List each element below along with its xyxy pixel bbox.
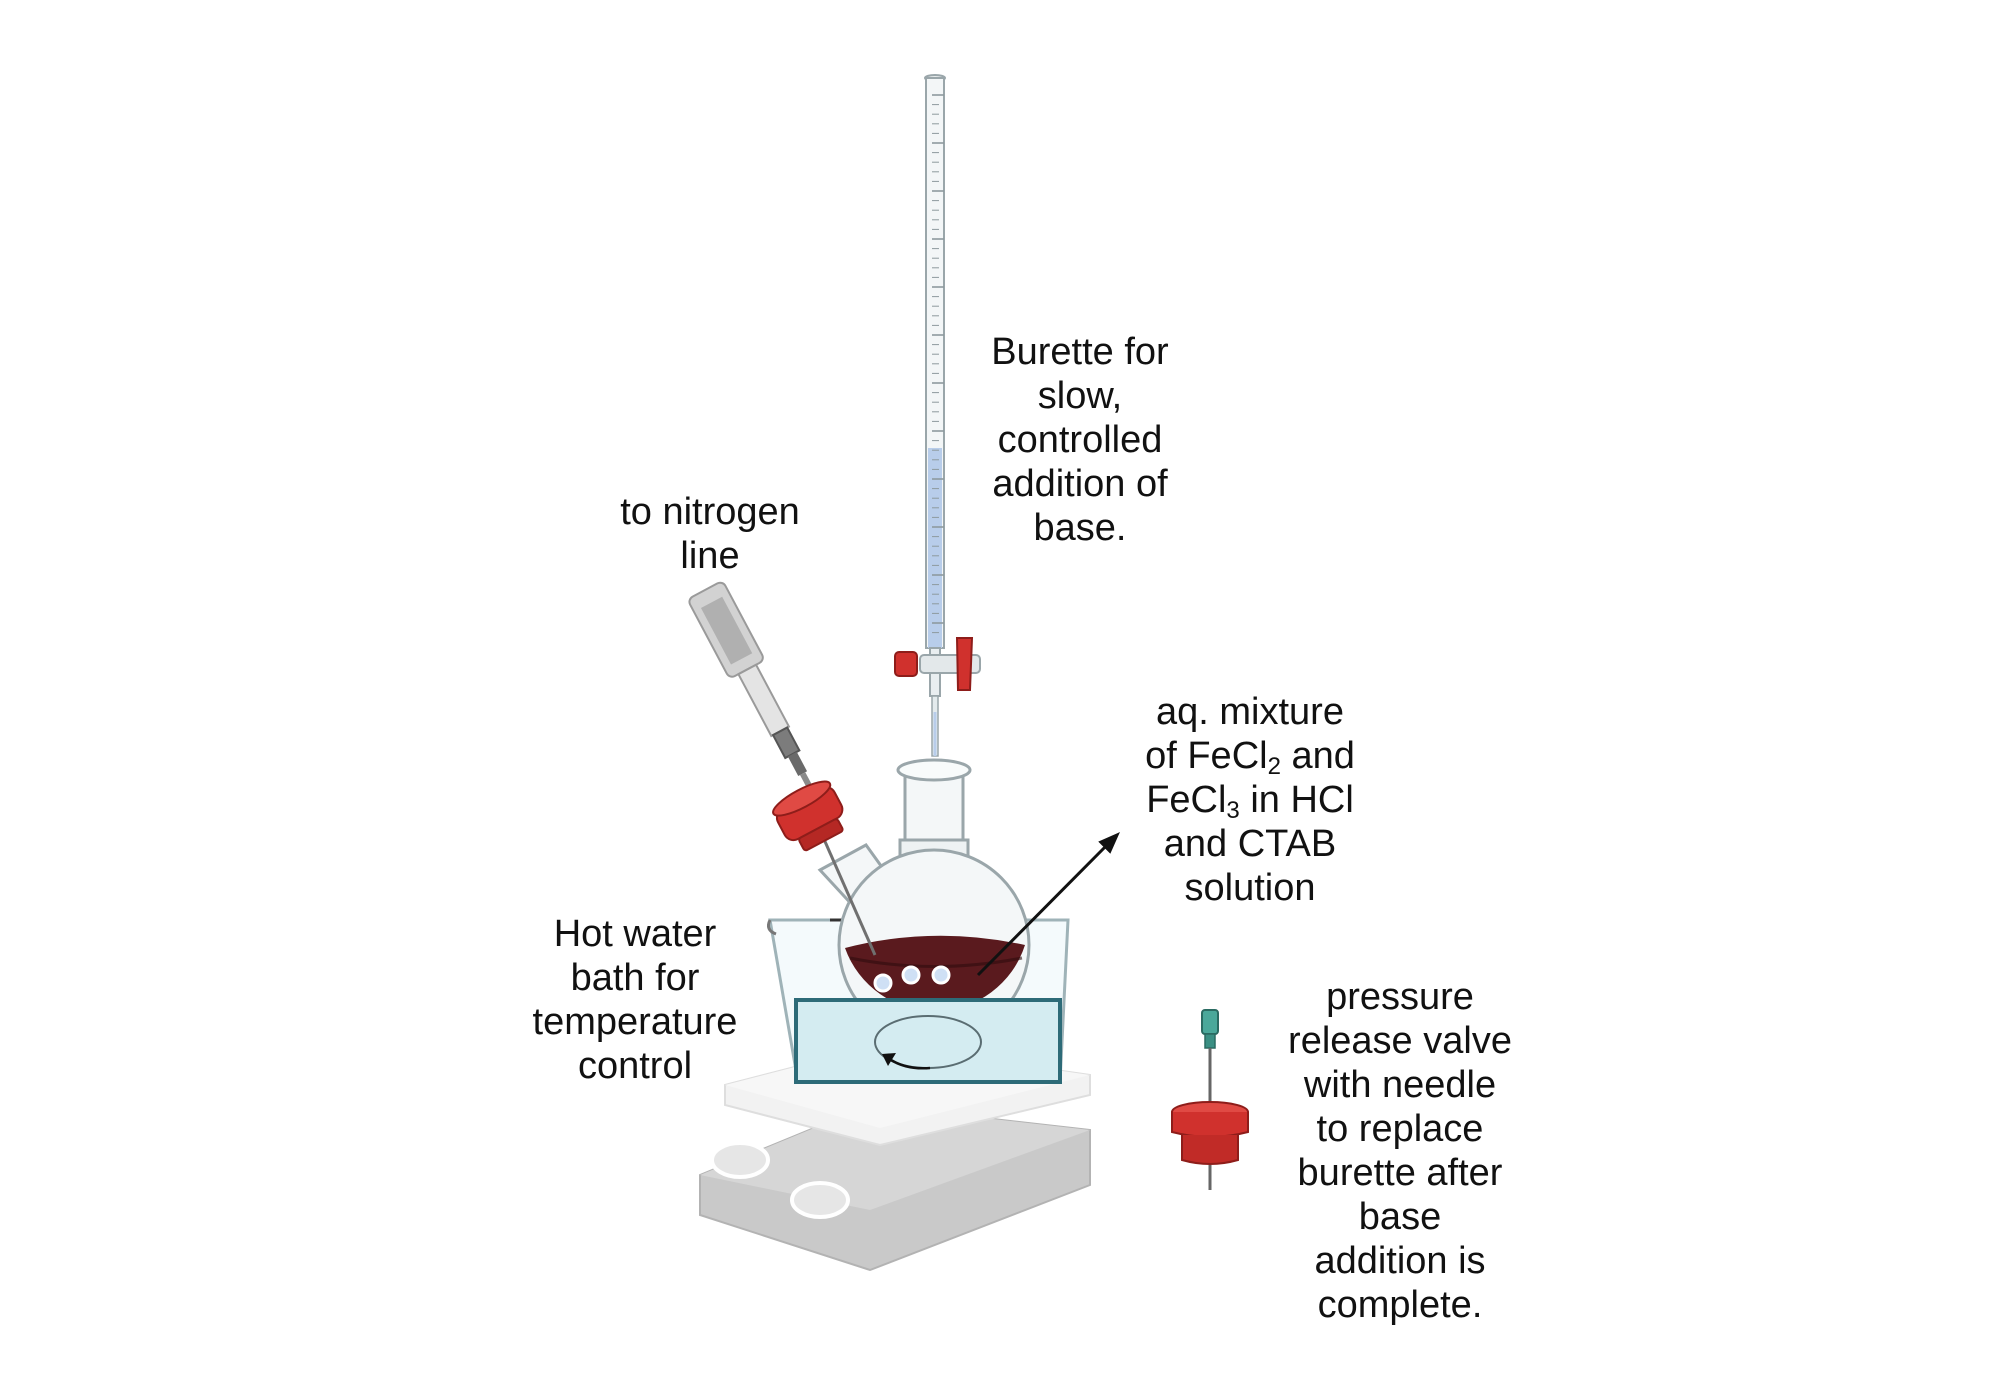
nitrogen-line <box>688 581 815 793</box>
burette-stopcock <box>894 637 981 691</box>
burette-graduations <box>932 94 944 634</box>
valve-label-line-2: release valve <box>1288 1020 1512 1062</box>
valve-label-line-8: complete. <box>1317 1284 1483 1326</box>
needle-hub <box>1201 1009 1219 1110</box>
mixture-label-line-2-text: of FeCl <box>1145 735 1268 777</box>
valve-septum-stopper <box>1171 1101 1249 1165</box>
mixture-label-line-3-text: FeCl <box>1146 779 1227 821</box>
hot-water-bath <box>794 998 1062 1084</box>
mixture-label: aq. mixture of FeCl2 and FeCl3 in HCl an… <box>1120 690 1380 910</box>
burette-label: Burette for slow, controlled addition of… <box>950 330 1210 550</box>
nitrogen-bubbles <box>873 965 951 993</box>
valve-label-line-4: to replace <box>1316 1108 1484 1150</box>
valve-label-line-3: with needle <box>1303 1064 1497 1106</box>
burette <box>894 74 981 757</box>
burette-label-line-2: slow, <box>1037 375 1123 417</box>
mixture-label-line-1: aq. mixture <box>1156 691 1344 733</box>
water-bath-label-line-4: control <box>577 1045 693 1087</box>
water-bath-label-line-1: Hot water <box>553 913 717 955</box>
valve-label-line-6: base <box>1358 1196 1442 1238</box>
valve-label: pressure release valve with needle to re… <box>1270 975 1530 1327</box>
mixture-label-line-2-tail: and <box>1280 735 1355 777</box>
mixture-label-line-5: solution <box>1184 867 1316 909</box>
water-bath-label-line-3: temperature <box>532 1001 738 1043</box>
burette-base-liquid <box>928 448 942 648</box>
two-neck-flask <box>817 758 1031 1042</box>
mixture-label-line-4: and CTAB <box>1163 823 1337 865</box>
burette-label-line-1: Burette for <box>991 331 1169 373</box>
nitrogen-label-line-2: line <box>680 535 740 577</box>
mixture-label-line-2-subscript: 2 <box>1267 753 1281 780</box>
mixture-label-line-3-tail: in HCl <box>1239 779 1354 821</box>
nitrogen-label: to nitrogen line <box>590 490 830 578</box>
solution-pointer-arrow <box>976 832 1120 977</box>
mixture-label-line-3-subscript: 3 <box>1226 797 1240 824</box>
burette-label-line-5: base. <box>1033 507 1127 549</box>
side-septum-stopper <box>772 780 844 852</box>
mixture-label-line-2: of FeCl2 and <box>1120 734 1380 780</box>
valve-label-line-7: addition is <box>1314 1240 1486 1282</box>
burette-label-line-4: addition of <box>992 463 1168 505</box>
stir-bar-rotation <box>874 1015 982 1070</box>
burette-label-line-3: controlled <box>997 419 1163 461</box>
hotplate-knob-2 <box>790 1181 850 1219</box>
nitrogen-label-line-1: to nitrogen <box>620 491 800 533</box>
pressure-release-valve <box>1171 1009 1249 1190</box>
water-bath-label: Hot water bath for temperature control <box>510 912 760 1088</box>
valve-label-line-5: burette after <box>1297 1152 1503 1194</box>
water-bath-label-line-2: bath for <box>570 957 700 999</box>
valve-label-line-1: pressure <box>1326 976 1474 1018</box>
mixture-label-line-3: FeCl3 in HCl <box>1120 778 1380 824</box>
hotplate-knob-1 <box>710 1141 770 1179</box>
